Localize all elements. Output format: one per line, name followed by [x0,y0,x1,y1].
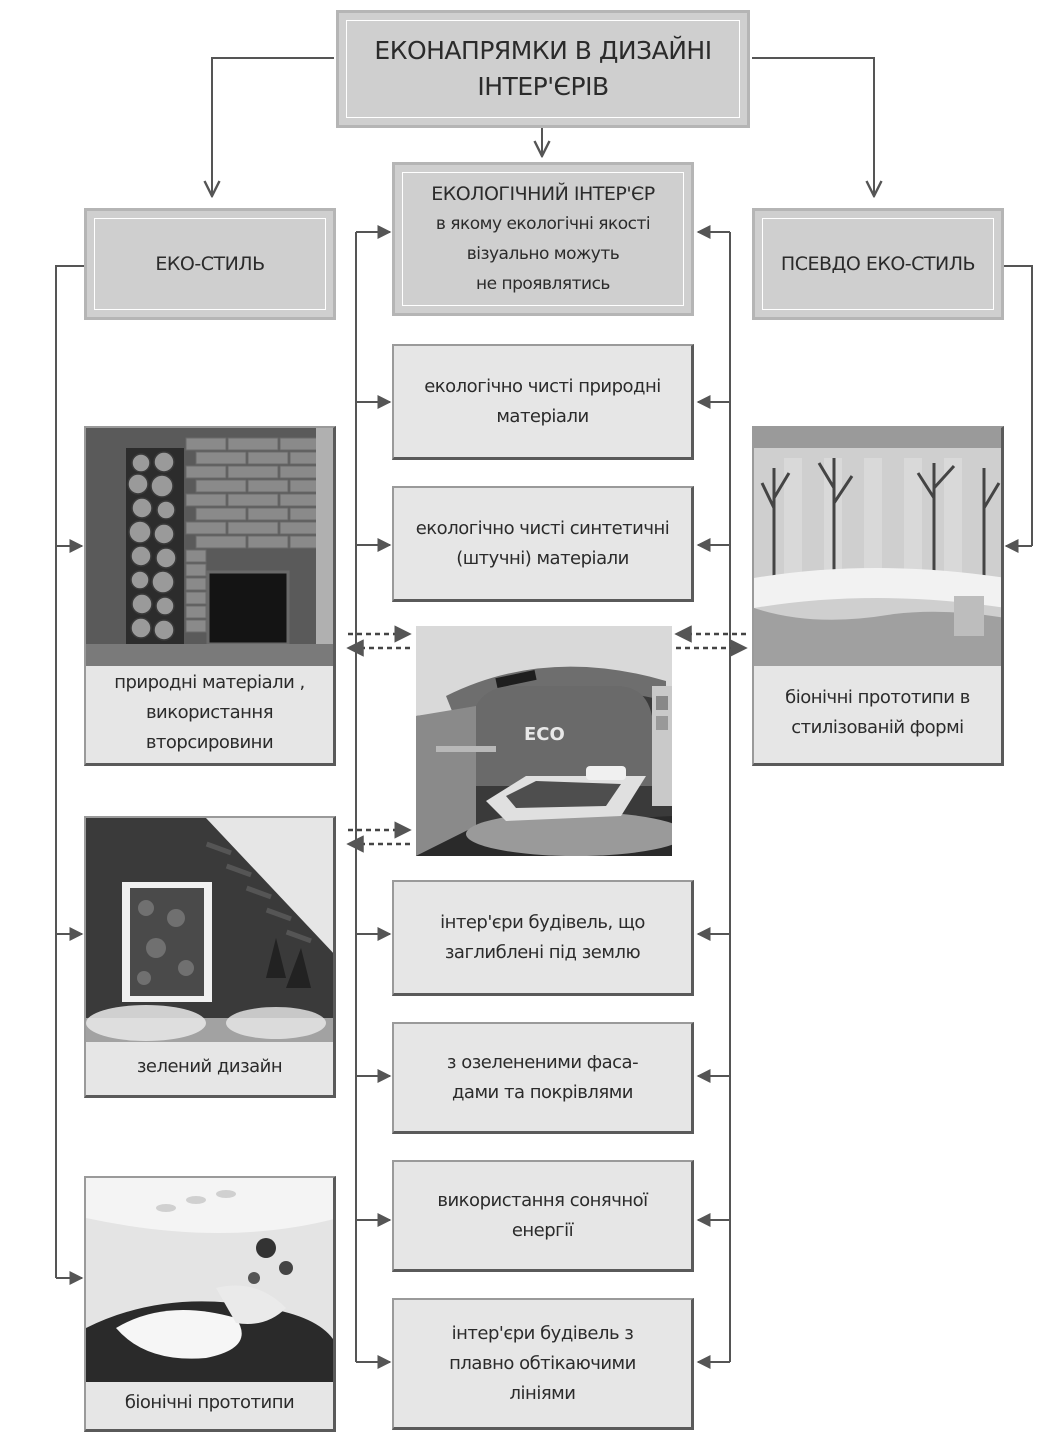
center-box-flowing-lines: інтер'єри будівель з плавно обтікаючими … [392,1298,694,1430]
eco-interior-sub-3: не проявлятись [476,274,610,294]
center-box-1-line-1: екологічно чисті природні [424,375,661,397]
eco-style-heading: ЕКО-СТИЛЬ [84,208,336,320]
title-box: ЕКОНАПРЯМКИ В ДИЗАЙНІ ІНТЕР'ЄРІВ [336,10,750,128]
caption-bionic-stylized: біонічні прототипи в стилізованій формі [754,663,1001,763]
pseudo-eco-label: ПСЕВДО ЕКО-СТИЛЬ [780,253,976,275]
eco-interior-sub-2: візуально можуть [466,244,620,264]
eco-style-label: ЕКО-СТИЛЬ [155,253,265,275]
center-box-2-line-1: екологічно чисті синтетичні [415,517,670,539]
arrow-title-to-pseudo [752,57,874,196]
center-box-4-line-2: дами та покрівлями [451,1081,634,1103]
center-box-6-line-3: лініями [509,1382,576,1404]
center-box-2-line-2: (штучні) матеріали [456,547,629,569]
caption-bionic-prototypes: біонічні прототипи [86,1377,333,1429]
center-box-3-line-1: інтер'єри будівель, що [440,911,645,933]
eco-bedroom-image: ECO [416,626,672,856]
caption-1-line-2: використання [145,702,274,723]
center-box-5-line-2: енергії [511,1219,574,1241]
green-wall-image [86,818,333,1042]
eco-interior-label: ЕКОЛОГІЧНИЙ ІНТЕР'ЄР [431,183,655,205]
eco-sign: ECO [524,724,565,745]
center-box-underground: інтер'єри будівель, що заглиблені під зе… [392,880,694,996]
eco-interior-sub-1: в якому екологічні якості [435,214,651,234]
right-bus [1004,265,1033,546]
center-box-3-line-2: заглиблені під землю [444,941,641,963]
title-line-1: ЕКОНАПРЯМКИ В ДИЗАЙНІ [374,36,712,65]
left-bus [55,265,84,1278]
center-box-4-line-1: з озелененими фаса- [446,1051,639,1073]
bionic-room-image [86,1178,333,1382]
eco-interior-heading: ЕКОЛОГІЧНИЙ ІНТЕР'ЄР в якому екологічні … [392,162,694,316]
caption-1-line-3: вторсировини [145,732,274,753]
caption-natural-materials: природні матеріали , використання вторси… [86,663,333,763]
caption-1-line-1: природні матеріали , [114,672,305,693]
pseudo-eco-heading: ПСЕВДО ЕКО-СТИЛЬ [752,208,1004,320]
caption-4-line-2: стилізованій формі [791,717,964,738]
center-box-6-line-2: плавно обтікаючими [449,1352,636,1374]
center-box-1-line-2: матеріали [496,405,589,427]
caption-3-line-1: біонічні прототипи [124,1392,295,1413]
card-natural-materials: природні матеріали , використання вторси… [84,426,336,766]
card-green-design: зелений дизайн [84,816,336,1098]
center-box-natural-materials: екологічно чисті природні матеріали [392,344,694,460]
arrow-title-to-eco-style [212,57,334,196]
stone-fireplace-image [86,428,333,666]
center-box-synthetic-materials: екологічно чисті синтетичні (штучні) мат… [392,486,694,602]
caption-green-design: зелений дизайн [86,1039,333,1095]
title-line-2: ІНТЕР'ЄРІВ [477,72,609,101]
card-bionic-prototypes: біонічні прототипи [84,1176,336,1432]
caption-2-line-1: зелений дизайн [136,1056,283,1077]
center-box-5-line-1: використання сонячної [437,1189,648,1211]
center-box-solar: використання сонячної енергії [392,1160,694,1272]
eco-bedroom-illustration: ECO [416,626,672,856]
tree-interior-image [754,428,1001,666]
center-box-green-facades: з озелененими фаса- дами та покрівлями [392,1022,694,1134]
center-box-6-line-1: інтер'єри будівель з [451,1322,634,1344]
card-bionic-stylized: біонічні прототипи в стилізованій формі [752,426,1004,766]
caption-4-line-1: біонічні прототипи в [785,687,970,708]
